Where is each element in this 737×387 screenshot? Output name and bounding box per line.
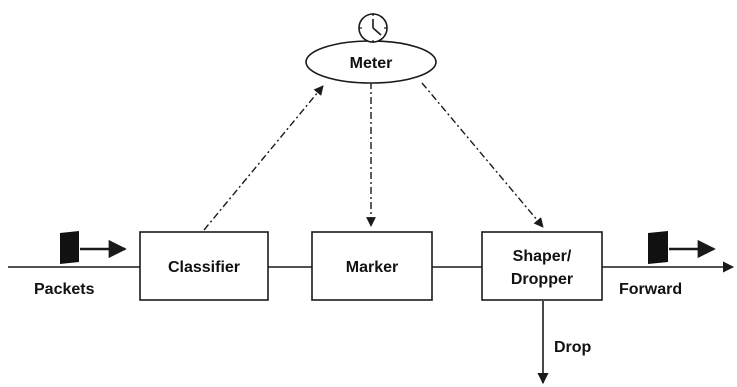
drop-label: Drop xyxy=(554,339,592,356)
shaper-label-line1: Shaper/ xyxy=(513,248,572,265)
classifier-to-meter-arrow xyxy=(203,85,324,231)
meter-label: Meter xyxy=(350,55,393,72)
shaper-label-line2: Dropper xyxy=(511,271,573,288)
packets-label: Packets xyxy=(34,281,95,298)
packet-icon xyxy=(60,231,127,264)
marker-node xyxy=(311,231,433,301)
marker-label: Marker xyxy=(346,259,398,276)
meter-to-shaper-arrow xyxy=(421,82,544,228)
shaper-dropper-node xyxy=(481,231,603,301)
clock-icon xyxy=(358,13,388,43)
classifier-node xyxy=(139,231,269,301)
packet-icon xyxy=(648,231,716,264)
forward-label: Forward xyxy=(619,281,682,298)
classifier-label: Classifier xyxy=(168,259,240,276)
